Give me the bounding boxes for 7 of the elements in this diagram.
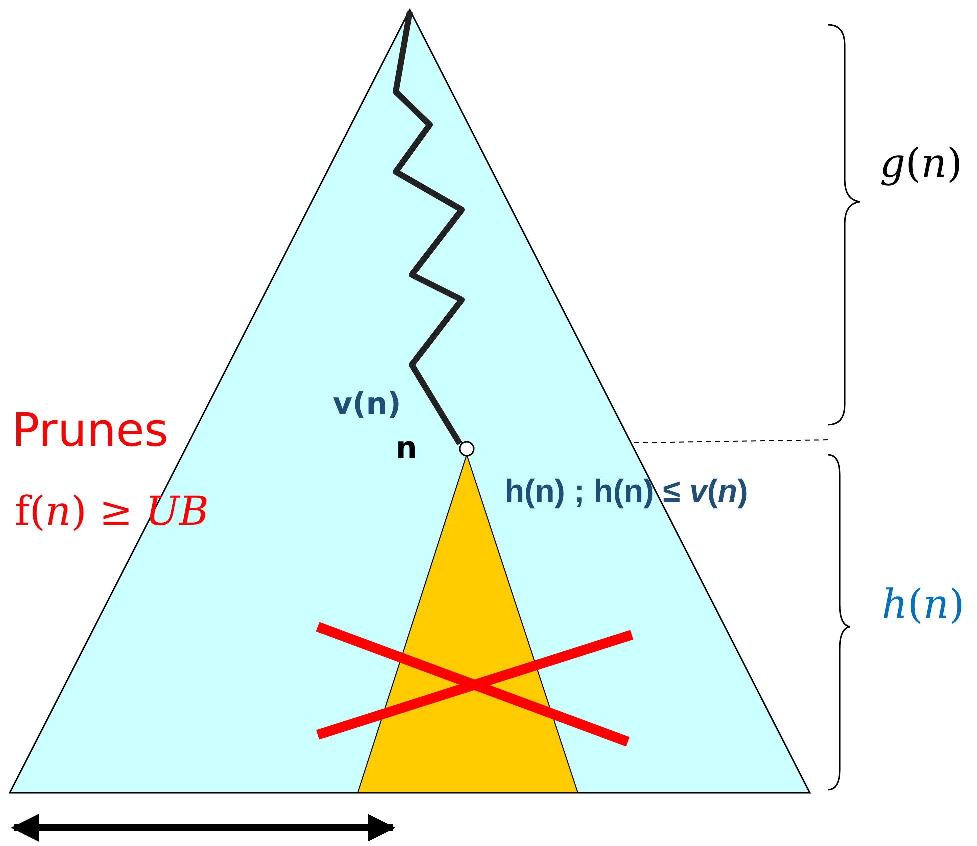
node-label: n	[396, 432, 418, 465]
prune-condition: f(n) ≥ UB	[15, 490, 209, 534]
prune-label: Prunes	[12, 405, 168, 456]
heuristic-label: h(n) ; h(n) ≤ v(n)	[505, 474, 748, 510]
node-value-label: v(n)	[333, 388, 402, 421]
math-label: g(n)	[880, 142, 963, 186]
math-label: h(n)	[882, 583, 965, 627]
